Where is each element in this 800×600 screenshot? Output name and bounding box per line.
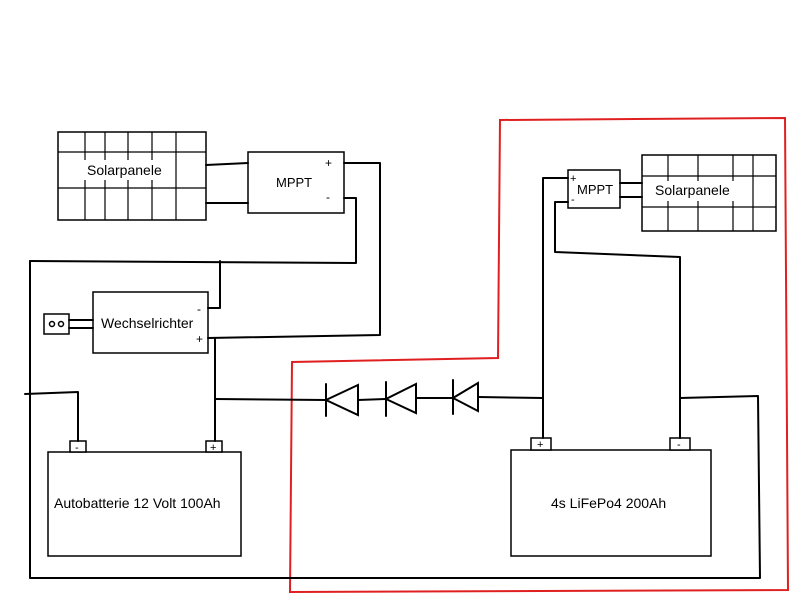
mppt-right: MPPT + - bbox=[567, 169, 621, 209]
socket-icon bbox=[43, 313, 70, 335]
mppt-left-minus: - bbox=[326, 190, 330, 204]
battery-right-minus: - bbox=[677, 439, 681, 451]
solar-panel-left: Solarpanele bbox=[57, 131, 207, 221]
battery-right: + - 4s LiFePo4 200Ah bbox=[510, 437, 712, 557]
mppt-left-plus: + bbox=[325, 156, 332, 170]
battery-left-label: Autobatterie 12 Volt 100Ah bbox=[54, 495, 221, 511]
battery-left-plus: + bbox=[210, 442, 216, 454]
inverter-plus: + bbox=[196, 332, 203, 346]
mppt-right-minus: - bbox=[571, 194, 575, 206]
inverter-label: Wechselrichter bbox=[101, 315, 194, 331]
battery-right-label: 4s LiFePo4 200Ah bbox=[551, 495, 666, 511]
mppt-right-label: MPPT bbox=[577, 182, 613, 197]
mppt-right-plus: + bbox=[570, 173, 576, 185]
battery-left-minus: - bbox=[75, 442, 79, 454]
solar-panel-right: Solarpanele bbox=[641, 154, 777, 232]
diode-1 bbox=[323, 383, 359, 417]
solar-panel-right-label: Solarpanele bbox=[655, 182, 730, 198]
wiring bbox=[24, 162, 761, 579]
battery-right-plus: + bbox=[537, 439, 543, 451]
highlight-outline bbox=[288, 116, 790, 594]
battery-left: - + Autobatterie 12 Volt 100Ah bbox=[47, 440, 242, 557]
mppt-left-label: MPPT bbox=[276, 175, 312, 190]
solar-panel-left-label: Solarpanele bbox=[87, 162, 162, 178]
diode-3 bbox=[450, 379, 479, 415]
mppt-left: MPPT + - bbox=[247, 151, 345, 214]
diode-2 bbox=[383, 381, 417, 417]
inverter: Wechselrichter - + bbox=[92, 291, 209, 354]
inverter-minus: - bbox=[197, 302, 201, 316]
